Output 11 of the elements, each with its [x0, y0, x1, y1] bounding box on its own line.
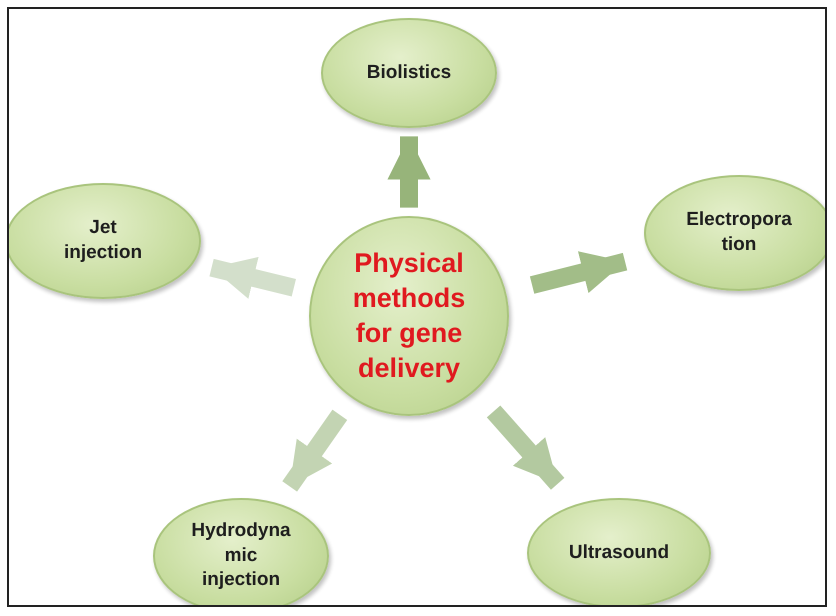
block-arrow: [387, 136, 431, 208]
block-arrow: [282, 410, 348, 492]
method-label: Biolistics: [366, 60, 452, 85]
method-label: Electropora tion: [685, 208, 793, 257]
block-arrow: [209, 256, 296, 299]
title-text: Physical methods for gene delivery: [352, 246, 466, 386]
method-label: Jet injection: [62, 216, 144, 265]
block-arrow: [486, 405, 564, 490]
method-label: Hydrodyna mic injection: [190, 518, 292, 592]
method-label: Ultrasound: [568, 540, 670, 565]
block-arrow: [530, 251, 628, 294]
